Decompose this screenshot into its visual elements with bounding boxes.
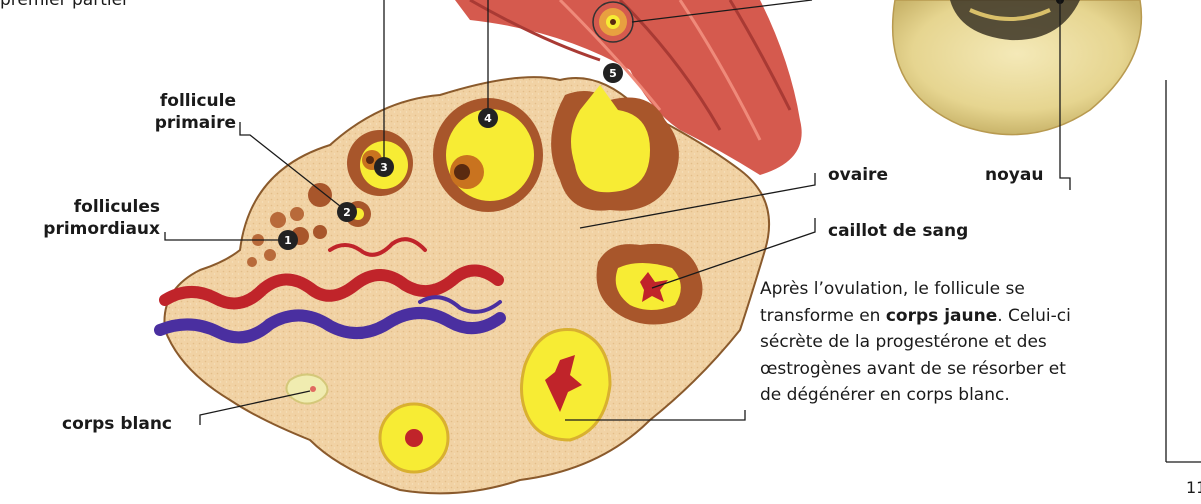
description-line-3: sécrète de la progestérone et des bbox=[760, 329, 1100, 356]
description-line-4: œstrogènes avant de se résorber et bbox=[760, 356, 1100, 383]
label-follicules-primordiaux: follicules primordiaux bbox=[30, 196, 160, 240]
label-follicules-primordiaux-line2: primordiaux bbox=[30, 218, 160, 240]
stage-badge-5: 5 bbox=[603, 63, 623, 83]
svg-text:5: 5 bbox=[609, 67, 617, 80]
svg-text:4: 4 bbox=[484, 112, 492, 125]
top-partial-text: premier partiel bbox=[0, 0, 127, 10]
svg-text:3: 3 bbox=[380, 161, 388, 174]
description-paragraph: Après l’ovulation, le follicule se trans… bbox=[760, 276, 1100, 409]
label-noyau: noyau bbox=[985, 164, 1043, 186]
stage-badge-2: 2 bbox=[337, 202, 357, 222]
regressing-corpus-luteum bbox=[380, 404, 448, 472]
label-follicule-primaire-line2: primaire bbox=[130, 112, 236, 134]
label-ovaire: ovaire bbox=[828, 164, 888, 186]
label-follicule-primaire-line1: follicule bbox=[130, 90, 236, 112]
svg-text:1: 1 bbox=[284, 234, 292, 247]
description-line-2: transforme en corps jaune. Celui-ci bbox=[760, 303, 1100, 330]
description-line-2-before: transforme en bbox=[760, 306, 886, 326]
label-follicules-primordiaux-line1: follicules bbox=[30, 196, 160, 218]
corpus-luteum bbox=[522, 329, 611, 440]
description-line-5: de dégénérer en corps blanc. bbox=[760, 382, 1100, 409]
egg-cell bbox=[893, 0, 1142, 135]
stage-badge-4: 4 bbox=[478, 108, 498, 128]
label-caillot-de-sang: caillot de sang bbox=[828, 220, 968, 242]
description-line-2-after: . Celui-ci bbox=[997, 306, 1071, 326]
description-line-1: Après l’ovulation, le follicule se bbox=[760, 276, 1100, 303]
label-follicule-primaire: follicule primaire bbox=[130, 90, 236, 134]
released-oocyte bbox=[593, 2, 633, 42]
term-corps-jaune: corps jaune bbox=[886, 306, 997, 326]
stage-badge-3: 3 bbox=[374, 157, 394, 177]
label-corps-blanc: corps blanc bbox=[62, 413, 172, 435]
corpus-albicans bbox=[286, 374, 327, 403]
svg-text:2: 2 bbox=[343, 206, 351, 219]
page-number: 11 bbox=[1186, 478, 1201, 497]
stage-badge-1: 1 bbox=[278, 230, 298, 250]
